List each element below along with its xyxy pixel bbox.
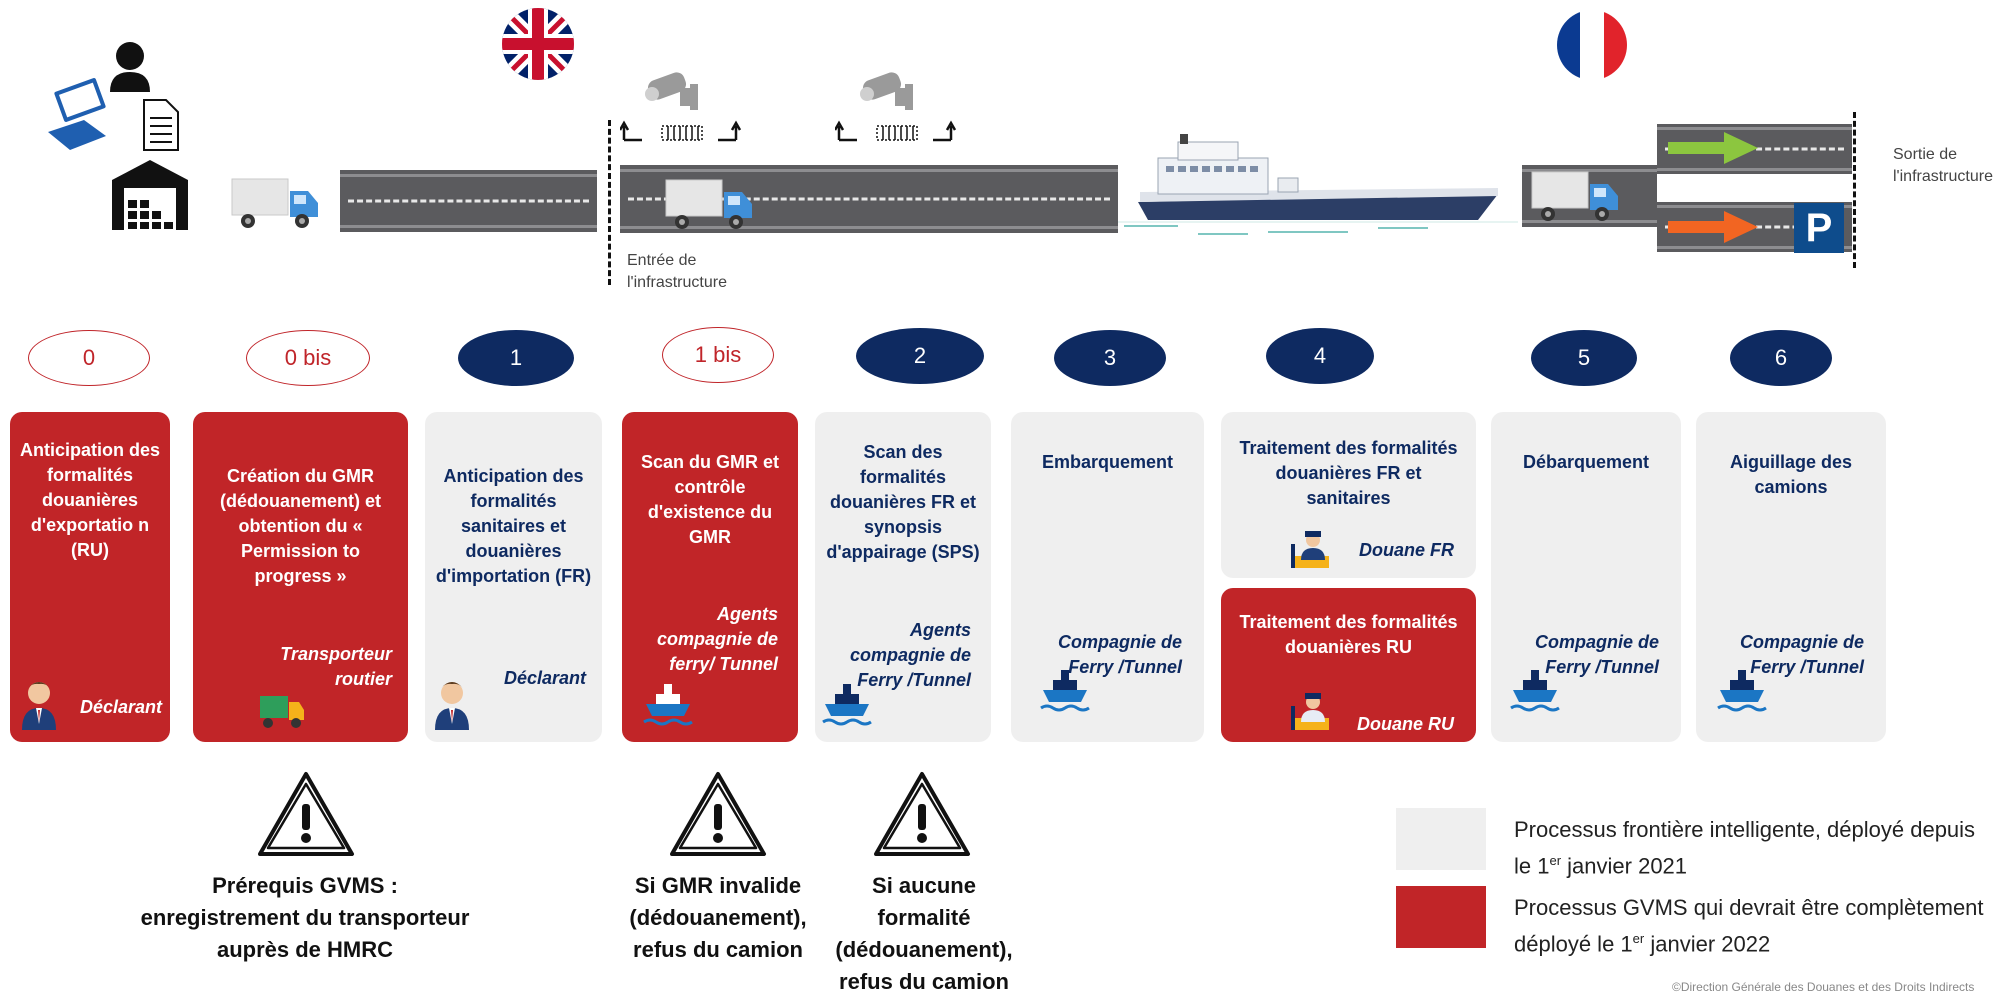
entree-infrastructure-label: Entrée de l'infrastructure <box>627 252 727 291</box>
card-title: Anticipation des formalités douanières d… <box>20 440 161 560</box>
road-segment <box>340 170 597 232</box>
person-icon <box>435 682 469 730</box>
step-1bis-badge: 1 bis <box>662 327 774 383</box>
card-actor: Transporteur routier <box>280 644 392 689</box>
step-card-4-fr: Traitement des formalités douanières FR … <box>1221 412 1476 578</box>
step-card-0: Anticipation des formalités douanières d… <box>10 412 170 742</box>
card-actor: Déclarant <box>503 668 586 688</box>
parking-icon: P <box>1794 203 1844 253</box>
card-actor: Agents compagnie de ferry/ Tunnel <box>656 604 778 674</box>
camera-checkpoint-icon <box>835 72 957 142</box>
step-card-1bis: Scan du GMR et contrôle d'existence du G… <box>622 412 798 742</box>
card-actor: Douane FR <box>1358 540 1454 560</box>
card-title: Anticipation des formalités sanitaires e… <box>435 466 592 586</box>
card-actor: Compagnie de Ferry /Tunnel <box>1739 632 1864 677</box>
legend-swatch-gray <box>1396 808 1486 870</box>
uk-flag-icon <box>502 8 574 80</box>
sortie-infrastructure-label: Sortie de l'infrastructure <box>1893 146 1993 185</box>
step-card-6: Aiguillage des camions Compagnie de Ferr… <box>1696 412 1886 742</box>
card-actor: Agents compagnie de Ferry /Tunnel <box>849 620 971 690</box>
truck-icon <box>231 178 318 228</box>
card-title: Scan du GMR et contrôle d'existence du G… <box>640 452 779 547</box>
warning-icon <box>874 772 970 856</box>
legend-text-red: Processus GVMS qui devrait être complète… <box>1514 895 1984 957</box>
declarant-workplace-illustration <box>48 42 188 230</box>
step-card-1: Anticipation des formalités sanitaires e… <box>425 412 602 742</box>
warning-text: Si GMR invalide (dédouanement), refus du… <box>629 873 807 962</box>
document-icon <box>143 99 179 151</box>
card-actor: Déclarant <box>79 697 162 717</box>
card-actor: Compagnie de Ferry /Tunnel <box>1534 632 1659 677</box>
warning-icon <box>258 772 354 856</box>
laptop-icon <box>48 78 106 150</box>
exit-boundary-line <box>1853 112 1856 268</box>
step-card-3: Embarquement Compagnie de Ferry /Tunnel <box>1011 412 1204 742</box>
customs-officer-icon <box>1291 531 1329 568</box>
step-card-0bis: Création du GMR (dédouanement) et obtent… <box>193 412 408 742</box>
step-3-badge: 3 <box>1054 330 1166 386</box>
card-actor: Compagnie de Ferry /Tunnel <box>1057 632 1182 677</box>
legend-swatch-red <box>1396 886 1486 948</box>
card-title: Embarquement <box>1041 452 1174 472</box>
step-card-2: Scan des formalités douanières FR et syn… <box>815 412 991 742</box>
card-title: Aiguillage des camions <box>1729 452 1853 497</box>
step-6-badge: 6 <box>1730 330 1832 386</box>
step-card-4-ru: Traitement des formalités douanières RU … <box>1221 588 1476 742</box>
step-1-badge: 1 <box>458 330 574 386</box>
legend-text-gray: Processus frontière intelligente, déploy… <box>1514 817 1976 879</box>
step-0-badge: 0 <box>28 330 150 386</box>
warning-icon <box>670 772 766 856</box>
orange-arrow-icon <box>1668 211 1758 243</box>
card-title: Traitement des formalités douanières RU <box>1239 612 1458 657</box>
step-2-badge: 2 <box>856 328 984 384</box>
person-icon <box>22 682 56 730</box>
warehouse-icon <box>112 160 188 230</box>
person-icon <box>110 42 150 92</box>
france-flag-icon <box>1557 10 1627 80</box>
truck-icon <box>665 179 752 229</box>
card-title: Création du GMR (dédouanement) et obtent… <box>219 466 381 586</box>
step-card-5: Débarquement Compagnie de Ferry /Tunnel <box>1491 412 1681 742</box>
truck-icon <box>1531 171 1618 221</box>
step-4-badge: 4 <box>1266 328 1374 384</box>
ship-icon <box>1717 670 1767 712</box>
warning-text: Si aucune formalité (dédouanement), refu… <box>835 873 1013 994</box>
camera-checkpoint-icon <box>620 72 742 142</box>
ship-icon <box>1040 670 1090 712</box>
truck-icon <box>260 696 304 728</box>
card-title: Scan des formalités douanières FR et syn… <box>826 442 980 562</box>
customs-officer-icon <box>1291 693 1329 730</box>
ship-icon <box>822 684 872 726</box>
step-0bis-badge: 0 bis <box>246 330 370 386</box>
ship-icon <box>643 684 693 726</box>
warning-text: Prérequis GVMS : enregistrement du trans… <box>140 873 470 962</box>
entry-boundary-line <box>608 120 611 285</box>
ferry-ship-icon <box>1118 134 1518 235</box>
green-arrow-icon <box>1668 132 1758 164</box>
card-title: Traitement des formalités douanières FR … <box>1239 438 1458 508</box>
copyright-notice: ©Direction Générale des Douanes et des D… <box>1672 980 1975 994</box>
card-actor: Douane RU <box>1356 714 1454 734</box>
card-title: Débarquement <box>1522 452 1650 472</box>
step-5-badge: 5 <box>1531 330 1637 386</box>
ship-icon <box>1510 670 1560 712</box>
